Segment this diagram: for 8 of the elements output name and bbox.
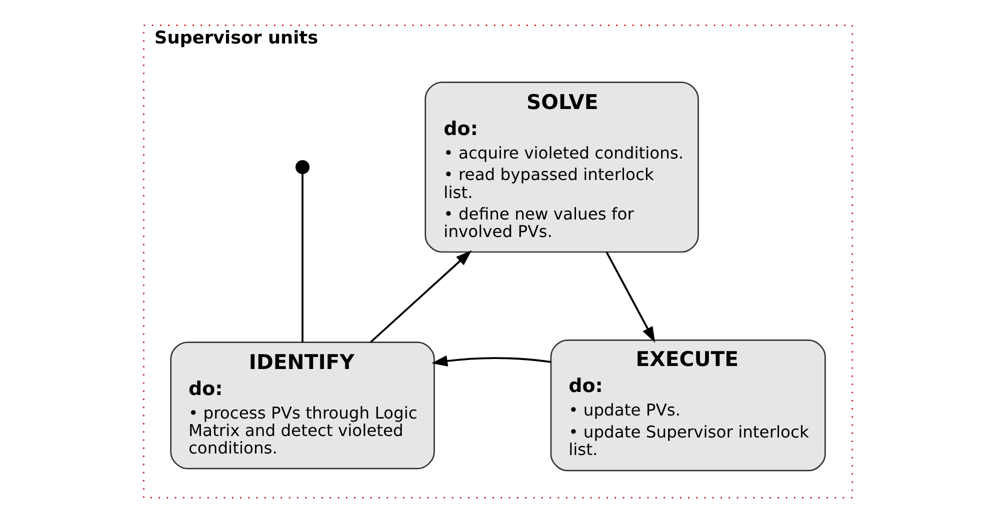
arrow xyxy=(605,251,655,342)
node-box: IDENTIFY do: • process PVs through Logic Matrix and detect violeted conditions. xyxy=(170,341,434,469)
node-box: SOLVE do: • acquire violeted conditions. • read bypassed interlock list. • define new values for involved PVs. xyxy=(424,81,698,252)
arrow xyxy=(370,250,472,342)
node-circle xyxy=(294,160,310,174)
connector xyxy=(301,173,303,342)
node-box: EXECUTE do: • update PVs. • update Supervisor interlock list. xyxy=(550,339,826,471)
arrow xyxy=(430,354,550,366)
